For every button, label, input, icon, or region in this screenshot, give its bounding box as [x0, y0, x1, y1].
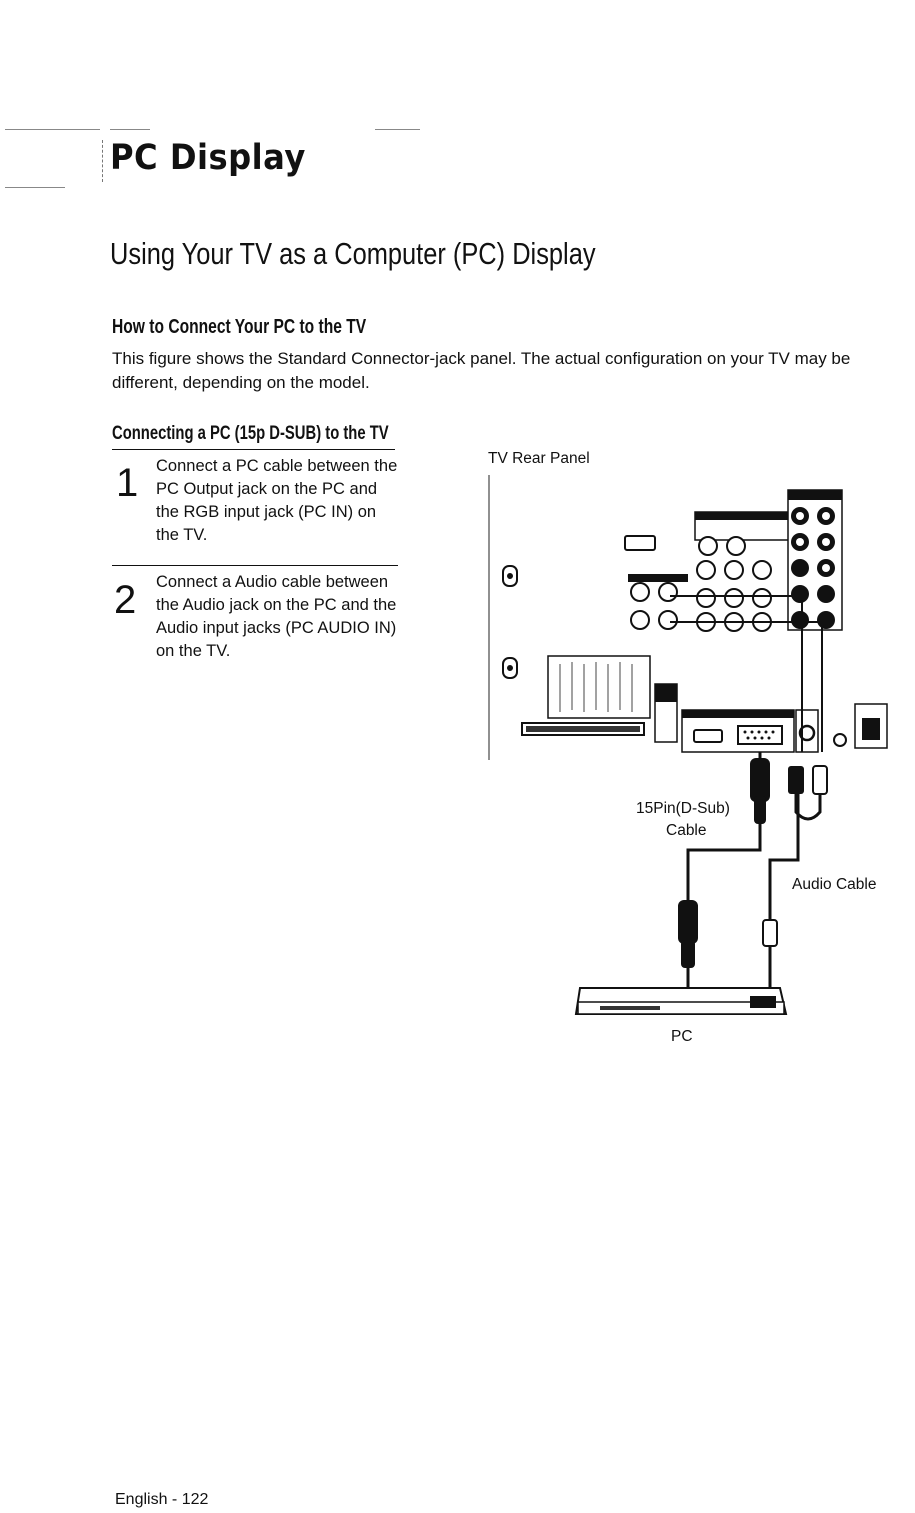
decorative-dash: [110, 129, 150, 130]
section-title: Using Your TV as a Computer (PC) Display: [110, 236, 596, 271]
dsub-cable-label: Cable: [666, 822, 707, 839]
heading-rule: [112, 449, 395, 450]
step-text: Connect a Audio cable between the Audio …: [156, 573, 397, 660]
connection-diagram: TV Rear Panel: [480, 440, 910, 1060]
pc-label: PC: [671, 1028, 693, 1045]
dsub-cable-label: 15Pin(D-Sub): [636, 800, 730, 817]
audio-cable-label: Audio Cable: [792, 876, 877, 893]
title-marker: [102, 140, 104, 182]
tv-rear-panel-label: TV Rear Panel: [488, 450, 590, 467]
page-footer: English - 122: [115, 1491, 209, 1508]
step-text: Connect a PC cable between the PC Output…: [156, 457, 398, 544]
decorative-dash: [5, 129, 100, 130]
step-number: 2: [114, 578, 137, 622]
subheading: How to Connect Your PC to the TV: [112, 316, 367, 338]
step-divider: [112, 565, 398, 566]
page-title: PC Display: [110, 138, 306, 178]
connect-heading: Connecting a PC (15p D-SUB) to the TV: [112, 423, 389, 444]
diagram-drawing: [488, 475, 888, 1015]
decorative-dash: [5, 187, 65, 188]
step-number: 1: [116, 461, 139, 505]
intro-paragraph: This figure shows the Standard Connector…: [112, 349, 851, 392]
decorative-dash: [375, 129, 420, 130]
antenna-jack-icon: [502, 565, 518, 679]
